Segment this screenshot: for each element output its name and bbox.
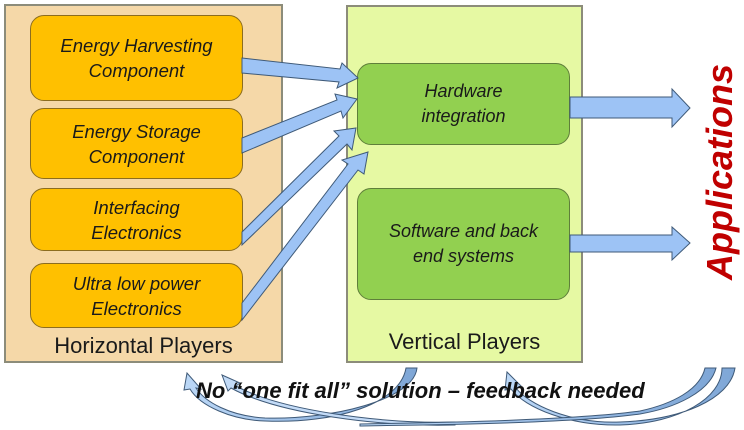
hardware-integration-box: Hardware integration: [357, 63, 570, 145]
box-text-line: end systems: [412, 246, 515, 266]
feedback-arrow-applications-to-vertical-1: [504, 367, 736, 426]
feedback-arrow-applications-to-vertical-2: [359, 367, 717, 427]
box-text-line: Component: [88, 60, 185, 81]
applications-label: Applications: [699, 63, 740, 281]
box-text-line: Electronics: [91, 221, 182, 243]
arrow-interfacing-to-hardware: [241, 127, 357, 247]
box-text-line: Energy Harvesting: [60, 35, 213, 56]
software-backend-box: Software and back end systems: [357, 188, 570, 300]
box-text-line: integration: [421, 106, 506, 126]
box-text-line: Electronics: [91, 297, 182, 319]
box-text-line: Energy Storage: [72, 120, 201, 142]
box-text-line: Interfacing: [93, 196, 180, 218]
arrow-hardware-to-applications: [569, 87, 691, 129]
box-text-line: Component: [88, 145, 185, 167]
vertical-players-label: Vertical Players: [388, 329, 541, 354]
feedback-arrow-vertical-to-horizontal-2: [221, 374, 456, 426]
box-text-line: Software and back: [388, 221, 539, 241]
arrow-storage-to-hardware: [241, 93, 358, 154]
arrow-ultralow-to-hardware: [241, 151, 369, 322]
arrow-software-to-applications: [569, 225, 691, 262]
arrow-harvesting-to-hardware: [241, 57, 359, 89]
box-text-line: Ultra low power: [72, 272, 201, 294]
feedback-caption: No “one fit all” solution – feedback nee…: [196, 378, 645, 403]
horizontal-players-label: Horizontal Players: [54, 333, 233, 358]
box-text-line: Hardware: [424, 81, 503, 101]
